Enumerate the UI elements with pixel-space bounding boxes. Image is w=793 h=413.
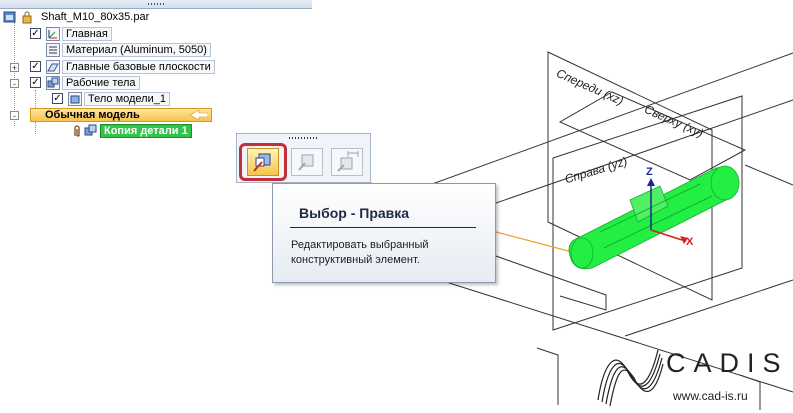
- right-plane: [552, 95, 743, 331]
- visibility-checkbox[interactable]: ✓: [30, 77, 41, 88]
- x-axis: [650, 229, 683, 241]
- x-axis-label: X: [686, 236, 694, 248]
- axis-triad: [647, 178, 688, 244]
- tree-item-label[interactable]: Главные базовые плоскости: [62, 60, 215, 74]
- highlight-frame: [239, 143, 287, 181]
- tree-root-label[interactable]: Shaft_M10_80x35.par: [41, 11, 150, 23]
- tree-item-label[interactable]: Материал (Aluminum, 5050): [62, 43, 211, 57]
- cadis-logo: CADIS www.cad-is.ru: [594, 342, 793, 410]
- tree-item-label[interactable]: Копия детали 1: [100, 124, 192, 138]
- tree-connector: [35, 122, 36, 134]
- z-axis-arrow: [647, 178, 655, 186]
- tree-item-label[interactable]: Тело модели_1: [84, 92, 170, 106]
- reference-line: [624, 279, 793, 337]
- dimension-edit-button[interactable]: [331, 148, 363, 176]
- body-icon: [68, 92, 82, 106]
- part-file-icon: [3, 11, 16, 23]
- x-axis-arrow: [680, 236, 688, 244]
- tooltip-divider: [290, 227, 476, 228]
- part-copy-icon: [84, 124, 97, 136]
- leader-line: [495, 231, 573, 253]
- part-lock-icon: [20, 10, 34, 24]
- bodies-icon: [46, 76, 60, 90]
- cadis-logo-mark: [597, 349, 664, 407]
- select-edit-button[interactable]: [247, 148, 279, 176]
- tree-item-label[interactable]: Рабочие тела: [62, 76, 140, 90]
- visibility-checkbox[interactable]: ✓: [30, 61, 41, 72]
- paperclip-icon: [74, 125, 80, 137]
- material-icon: [46, 43, 60, 57]
- shaft-part: [568, 165, 740, 270]
- drag-grip-icon[interactable]: [148, 3, 166, 5]
- tree-item-label[interactable]: Обычная модель: [30, 108, 212, 122]
- select-edit-icon: [253, 153, 271, 172]
- plane-edge: [536, 347, 559, 405]
- collapse-icon[interactable]: -: [10, 111, 19, 121]
- select-disabled-icon: [298, 154, 314, 171]
- visibility-checkbox[interactable]: ✓: [52, 93, 63, 104]
- planes-icon: [46, 60, 60, 74]
- tooltip: Выбор - Правка Редактировать выбранный к…: [272, 183, 496, 283]
- top-plane: [558, 91, 747, 181]
- tooltip-title: Выбор - Правка: [299, 205, 410, 221]
- brand-url: www.cad-is.ru: [673, 389, 748, 403]
- tooltip-description: Редактировать выбранный конструктивный э…: [291, 239, 429, 266]
- toolbar-grip-icon[interactable]: [289, 137, 317, 139]
- front-plane: [547, 51, 713, 301]
- dimension-edit-icon: [337, 151, 359, 172]
- select-mode-toolbar[interactable]: [236, 133, 371, 183]
- reference-line: [469, 99, 793, 213]
- reference-line: [744, 164, 793, 186]
- tree-connector: [14, 22, 15, 126]
- select-button-disabled[interactable]: [291, 148, 323, 176]
- expand-icon[interactable]: +: [10, 63, 19, 73]
- plane-edge: [739, 374, 761, 410]
- panel-title-strip[interactable]: [0, 0, 312, 9]
- tree-item-label[interactable]: Главная: [62, 27, 112, 41]
- brand-name: CADIS: [666, 348, 789, 378]
- visibility-checkbox[interactable]: ✓: [30, 28, 41, 39]
- plane-edge: [492, 254, 607, 311]
- coordinate-system-icon: [46, 27, 60, 41]
- collapse-icon[interactable]: -: [10, 79, 19, 89]
- z-axis-label: Z: [646, 166, 653, 178]
- tree-connector: [35, 90, 36, 108]
- arrow-left-icon: [190, 110, 208, 120]
